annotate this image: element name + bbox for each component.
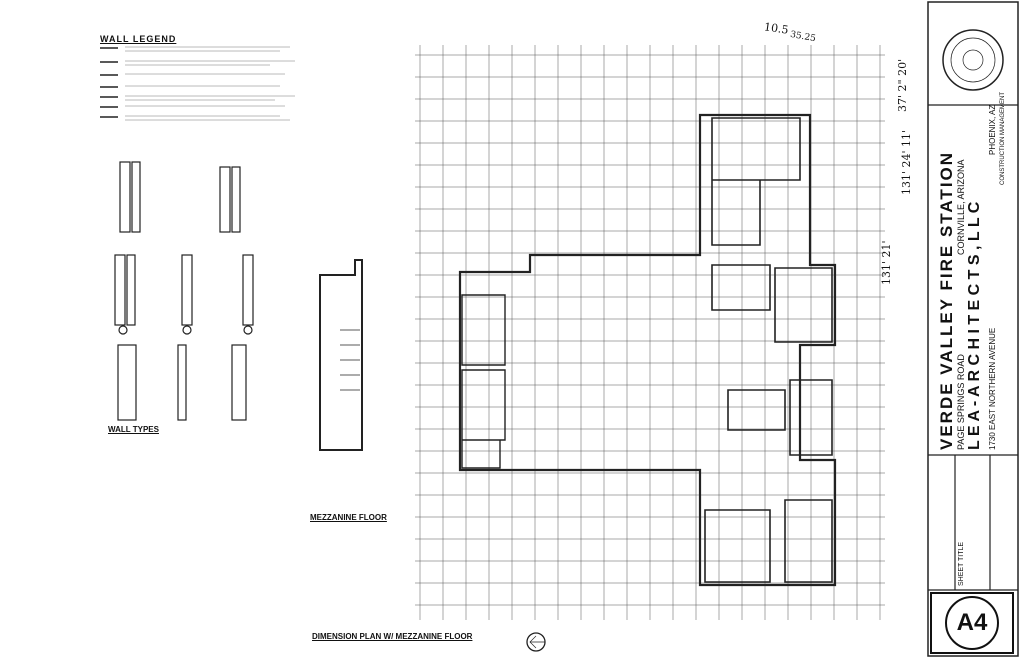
dimension-plan-title: DIMENSION PLAN W/ MEZZANINE FLOOR bbox=[312, 632, 473, 641]
firm-address: 1730 EAST NORTHERN AVENUE bbox=[988, 327, 997, 450]
firm-name: L E A - A R C H I T E C T S , L L C bbox=[966, 201, 983, 450]
project-road: PAGE SPRINGS ROAD bbox=[956, 354, 966, 450]
sheet-number-box: A4 bbox=[930, 592, 1014, 654]
annotation-right-b: 131' 21' bbox=[880, 240, 893, 285]
sheet-title-label: SHEET TITLE bbox=[958, 541, 965, 586]
firm-city: PHOENIX, AZ bbox=[988, 104, 997, 155]
wall-legend-title: WALL LEGEND bbox=[100, 34, 177, 44]
firm-services: CONSTRUCTION MANAGEMENT bbox=[1000, 92, 1006, 185]
annotation-top-c: 37' 2" 20' bbox=[896, 58, 909, 112]
sheet-number: A4 bbox=[945, 596, 999, 650]
wall-types-title: WALL TYPES bbox=[108, 425, 159, 434]
project-title: VERDE VALLEY FIRE STATION bbox=[937, 150, 956, 450]
annotation-right-a: 131' 24' 11' bbox=[900, 129, 913, 195]
project-location: CORNVILLE, ARIZONA bbox=[956, 159, 966, 255]
mezzanine-floor-title: MEZZANINE FLOOR bbox=[310, 513, 387, 522]
